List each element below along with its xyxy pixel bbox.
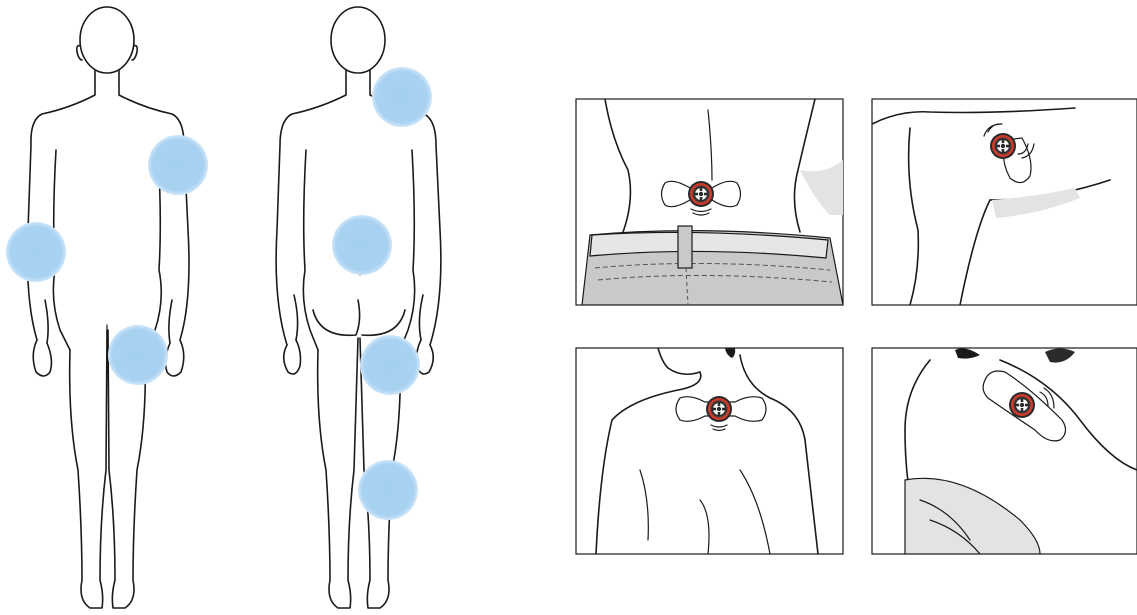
- massager-device-icon: [706, 396, 732, 422]
- panel-lower-back: [576, 99, 843, 305]
- zone-back-calf: [358, 460, 418, 520]
- massager-device-icon: [1009, 392, 1035, 418]
- massager-device-icon: [688, 181, 714, 207]
- zone-front-arm: [6, 222, 66, 282]
- panel-upper-arm: [872, 99, 1137, 305]
- zone-front-thigh: [108, 325, 168, 385]
- zone-back-lower-back: [332, 215, 392, 275]
- back-body-figure: [276, 7, 441, 608]
- front-body-figure: [6, 7, 208, 608]
- zone-back-shoulder: [372, 67, 432, 127]
- panel-neck: [576, 348, 843, 554]
- zone-back-thigh: [360, 335, 420, 395]
- panel-shoulder: [872, 348, 1137, 554]
- massager-device-icon: [990, 133, 1016, 159]
- zone-front-chest: [148, 135, 208, 195]
